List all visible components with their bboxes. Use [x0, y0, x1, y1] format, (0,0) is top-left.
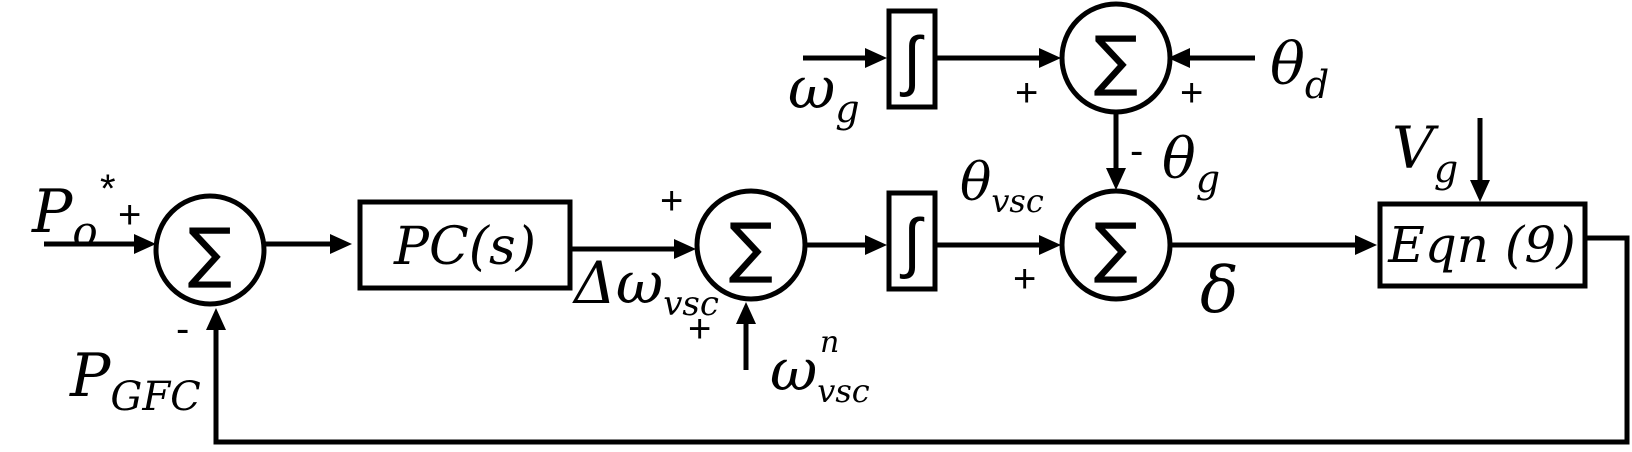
- sum2-wn-sign: +: [688, 307, 711, 351]
- pc-block: PC(s): [357, 199, 573, 291]
- omega-grid-label: ωg: [788, 54, 860, 131]
- sum-symbol: ∑: [729, 209, 773, 286]
- sum3-omega-sign: +: [1015, 71, 1038, 115]
- omega-nominal-superscript: n: [820, 325, 839, 360]
- theta-vsc-label: θvsc: [960, 153, 1044, 220]
- power-reference-label: Po: [31, 177, 98, 256]
- sum3-thetad-sign: +: [1180, 71, 1203, 115]
- sum-symbol: ∑: [1094, 22, 1138, 99]
- sum1-fb-sign: -: [176, 307, 189, 351]
- omega-nominal-arrowhead: [736, 302, 756, 324]
- theta-g-label: θg: [1162, 127, 1220, 201]
- v-grid-label: Vg: [1392, 114, 1458, 191]
- theta-d-label: θd: [1270, 30, 1329, 107]
- sum2-to-int-arrowhead: [865, 235, 887, 255]
- int-to-sum4-arrowhead: [1039, 235, 1061, 255]
- measured-power-label: PGFC: [69, 341, 201, 420]
- eqn-block-label: Eqn (9): [1387, 216, 1575, 274]
- integrator-block-vsc: ∫: [886, 190, 938, 292]
- eqn-block: Eqn (9): [1377, 201, 1588, 289]
- pc-block-label: PC(s): [393, 217, 536, 277]
- v-grid-arrowhead: [1470, 180, 1490, 202]
- sum-symbol: ∑: [1094, 209, 1138, 286]
- sum2-dw-sign: +: [660, 179, 683, 223]
- sum-junction-grid-angle: ∑: [1059, 1, 1173, 115]
- sum-junction-power: ∑: [153, 193, 267, 307]
- integral-symbol: ∫: [899, 205, 925, 279]
- integral-symbol: ∫: [899, 23, 925, 97]
- omega-grid-arrowhead: [865, 48, 887, 68]
- sum4-thetavsc-sign: +: [1013, 257, 1036, 301]
- int-to-sum3-arrowhead: [1039, 48, 1061, 68]
- sum1-to-pc-arrowhead: [330, 234, 352, 254]
- sum-junction-angle-difference: ∑: [1059, 188, 1173, 302]
- delta-omega-vsc-label: Δωvsc: [572, 249, 719, 324]
- sum4-thetag-sign: -: [1130, 129, 1143, 173]
- theta-d-arrowhead: [1168, 48, 1190, 68]
- sum1-ref-sign: +: [118, 193, 141, 237]
- sum3-to-sum4-arrowhead: [1106, 168, 1126, 190]
- feedback-arrowhead: [206, 308, 226, 330]
- integrator-block-grid: ∫: [886, 8, 938, 110]
- sum4-to-eqn-arrowhead: [1355, 235, 1377, 255]
- delta-label: δ: [1200, 254, 1239, 328]
- power-reference-star: *: [100, 167, 116, 211]
- sum-symbol: ∑: [188, 214, 232, 291]
- feedback-line: [213, 235, 1630, 445]
- sum-junction-frequency: ∑: [694, 188, 808, 302]
- ref-input-arrowhead: [134, 234, 156, 254]
- omega-nominal-label: ωvsc: [770, 336, 870, 410]
- pc-to-sum2-arrowhead: [674, 239, 696, 259]
